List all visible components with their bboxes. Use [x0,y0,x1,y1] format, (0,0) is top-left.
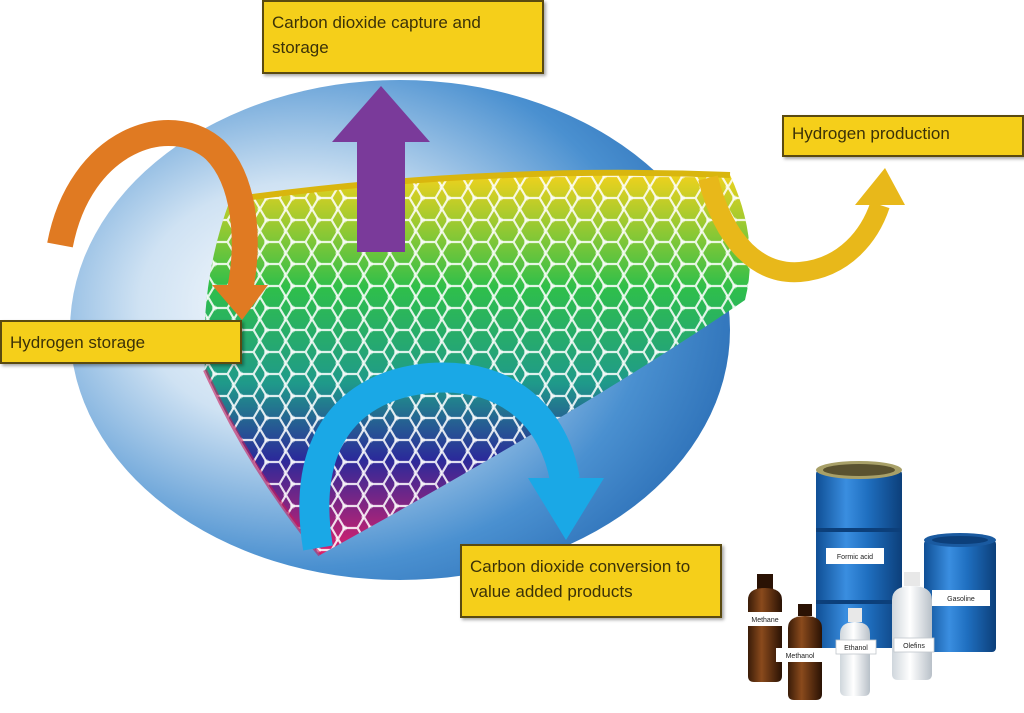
ethanol-bottle: Ethanol [835,608,877,696]
hydrogen-storage-label: Hydrogen storage [0,320,242,364]
formic-acid-drum: Formic acid [816,461,902,648]
hydrogen-production-arrow-icon [698,168,905,283]
olefins-label: Olefins [903,643,925,650]
co2-conversion-label: Carbon dioxide conversion to value added… [460,544,722,618]
ethanol-label: Ethanol [844,645,868,652]
co2-capture-label: Carbon dioxide capture and storage [262,0,544,74]
methane-label: Methane [751,617,778,624]
methanol-bottle: Methanol [776,604,824,700]
hydrogen-production-label: Hydrogen production [782,115,1024,157]
co2-conversion-arrow-icon [299,362,604,551]
methane-bottle: Methane [744,574,786,682]
gasoline-label: Gasoline [947,596,975,603]
formic-acid-label: Formic acid [837,554,873,561]
product-containers: Formic acid Gasoline Methane Methanol [744,461,996,700]
hydrogen-storage-arrow-icon [47,120,268,320]
co2-capture-arrow-icon [332,86,430,252]
gasoline-drum: Gasoline [924,533,996,652]
olefins-bottle: Olefins [892,572,935,680]
methanol-label: Methanol [786,653,815,660]
